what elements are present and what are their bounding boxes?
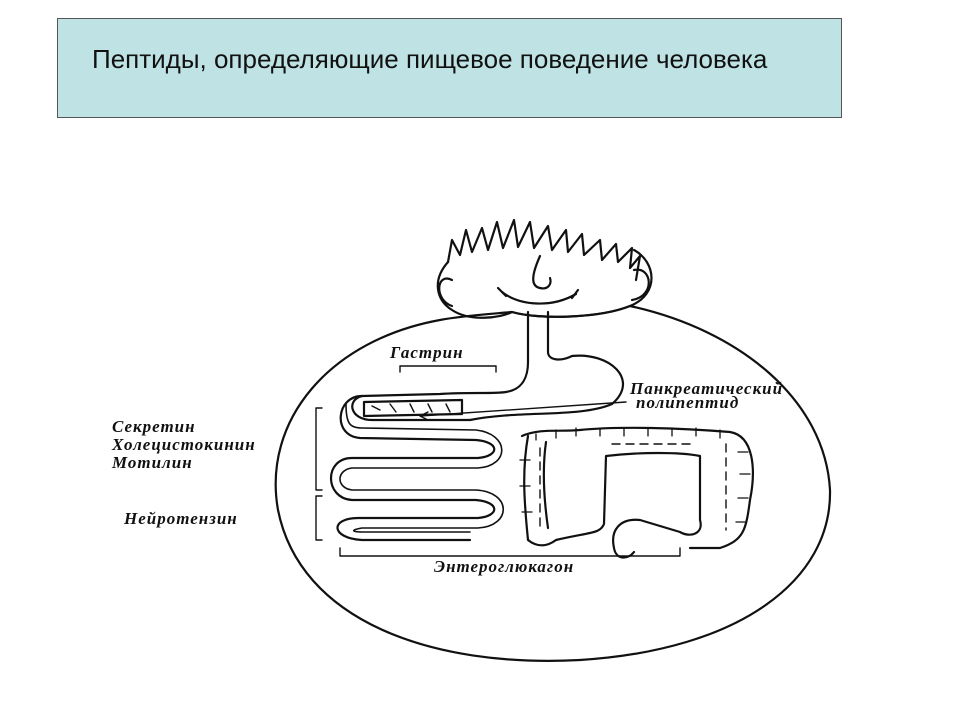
pancreatic-arrow xyxy=(419,401,627,417)
label-pancreatic-line1: Панкреатический xyxy=(629,379,783,398)
label-pancreatic-line2: полипептид xyxy=(636,393,739,412)
secretin-bracket xyxy=(315,407,323,491)
body-outline xyxy=(274,304,832,662)
gastrin-bracket xyxy=(399,365,497,373)
label-gastrin: Гастрин xyxy=(389,343,464,362)
nose xyxy=(532,254,552,290)
mouth xyxy=(500,290,578,305)
esophagus xyxy=(504,310,530,394)
title-box: Пептиды, определяющие пищевое поведение … xyxy=(57,18,842,118)
label-cholecystokinin: Холецистокинин xyxy=(111,435,256,454)
neurotensin-bracket xyxy=(315,495,323,541)
enteroglucagon-bracket xyxy=(339,547,681,557)
label-motilin: Мотилин xyxy=(111,453,193,472)
stomach xyxy=(351,354,625,422)
large-intestine xyxy=(523,434,702,559)
label-enteroglucagon: Энтероглюкагон xyxy=(434,557,574,576)
small-intestine xyxy=(329,394,496,542)
label-secretin: Секретин xyxy=(112,417,196,436)
slide-title: Пептиды, определяющие пищевое поведение … xyxy=(92,44,768,74)
left-ear xyxy=(438,277,454,308)
right-ear xyxy=(630,268,650,302)
label-neurotensin: Нейротензин xyxy=(123,509,238,528)
hair xyxy=(446,218,642,282)
pancreas xyxy=(362,398,464,418)
